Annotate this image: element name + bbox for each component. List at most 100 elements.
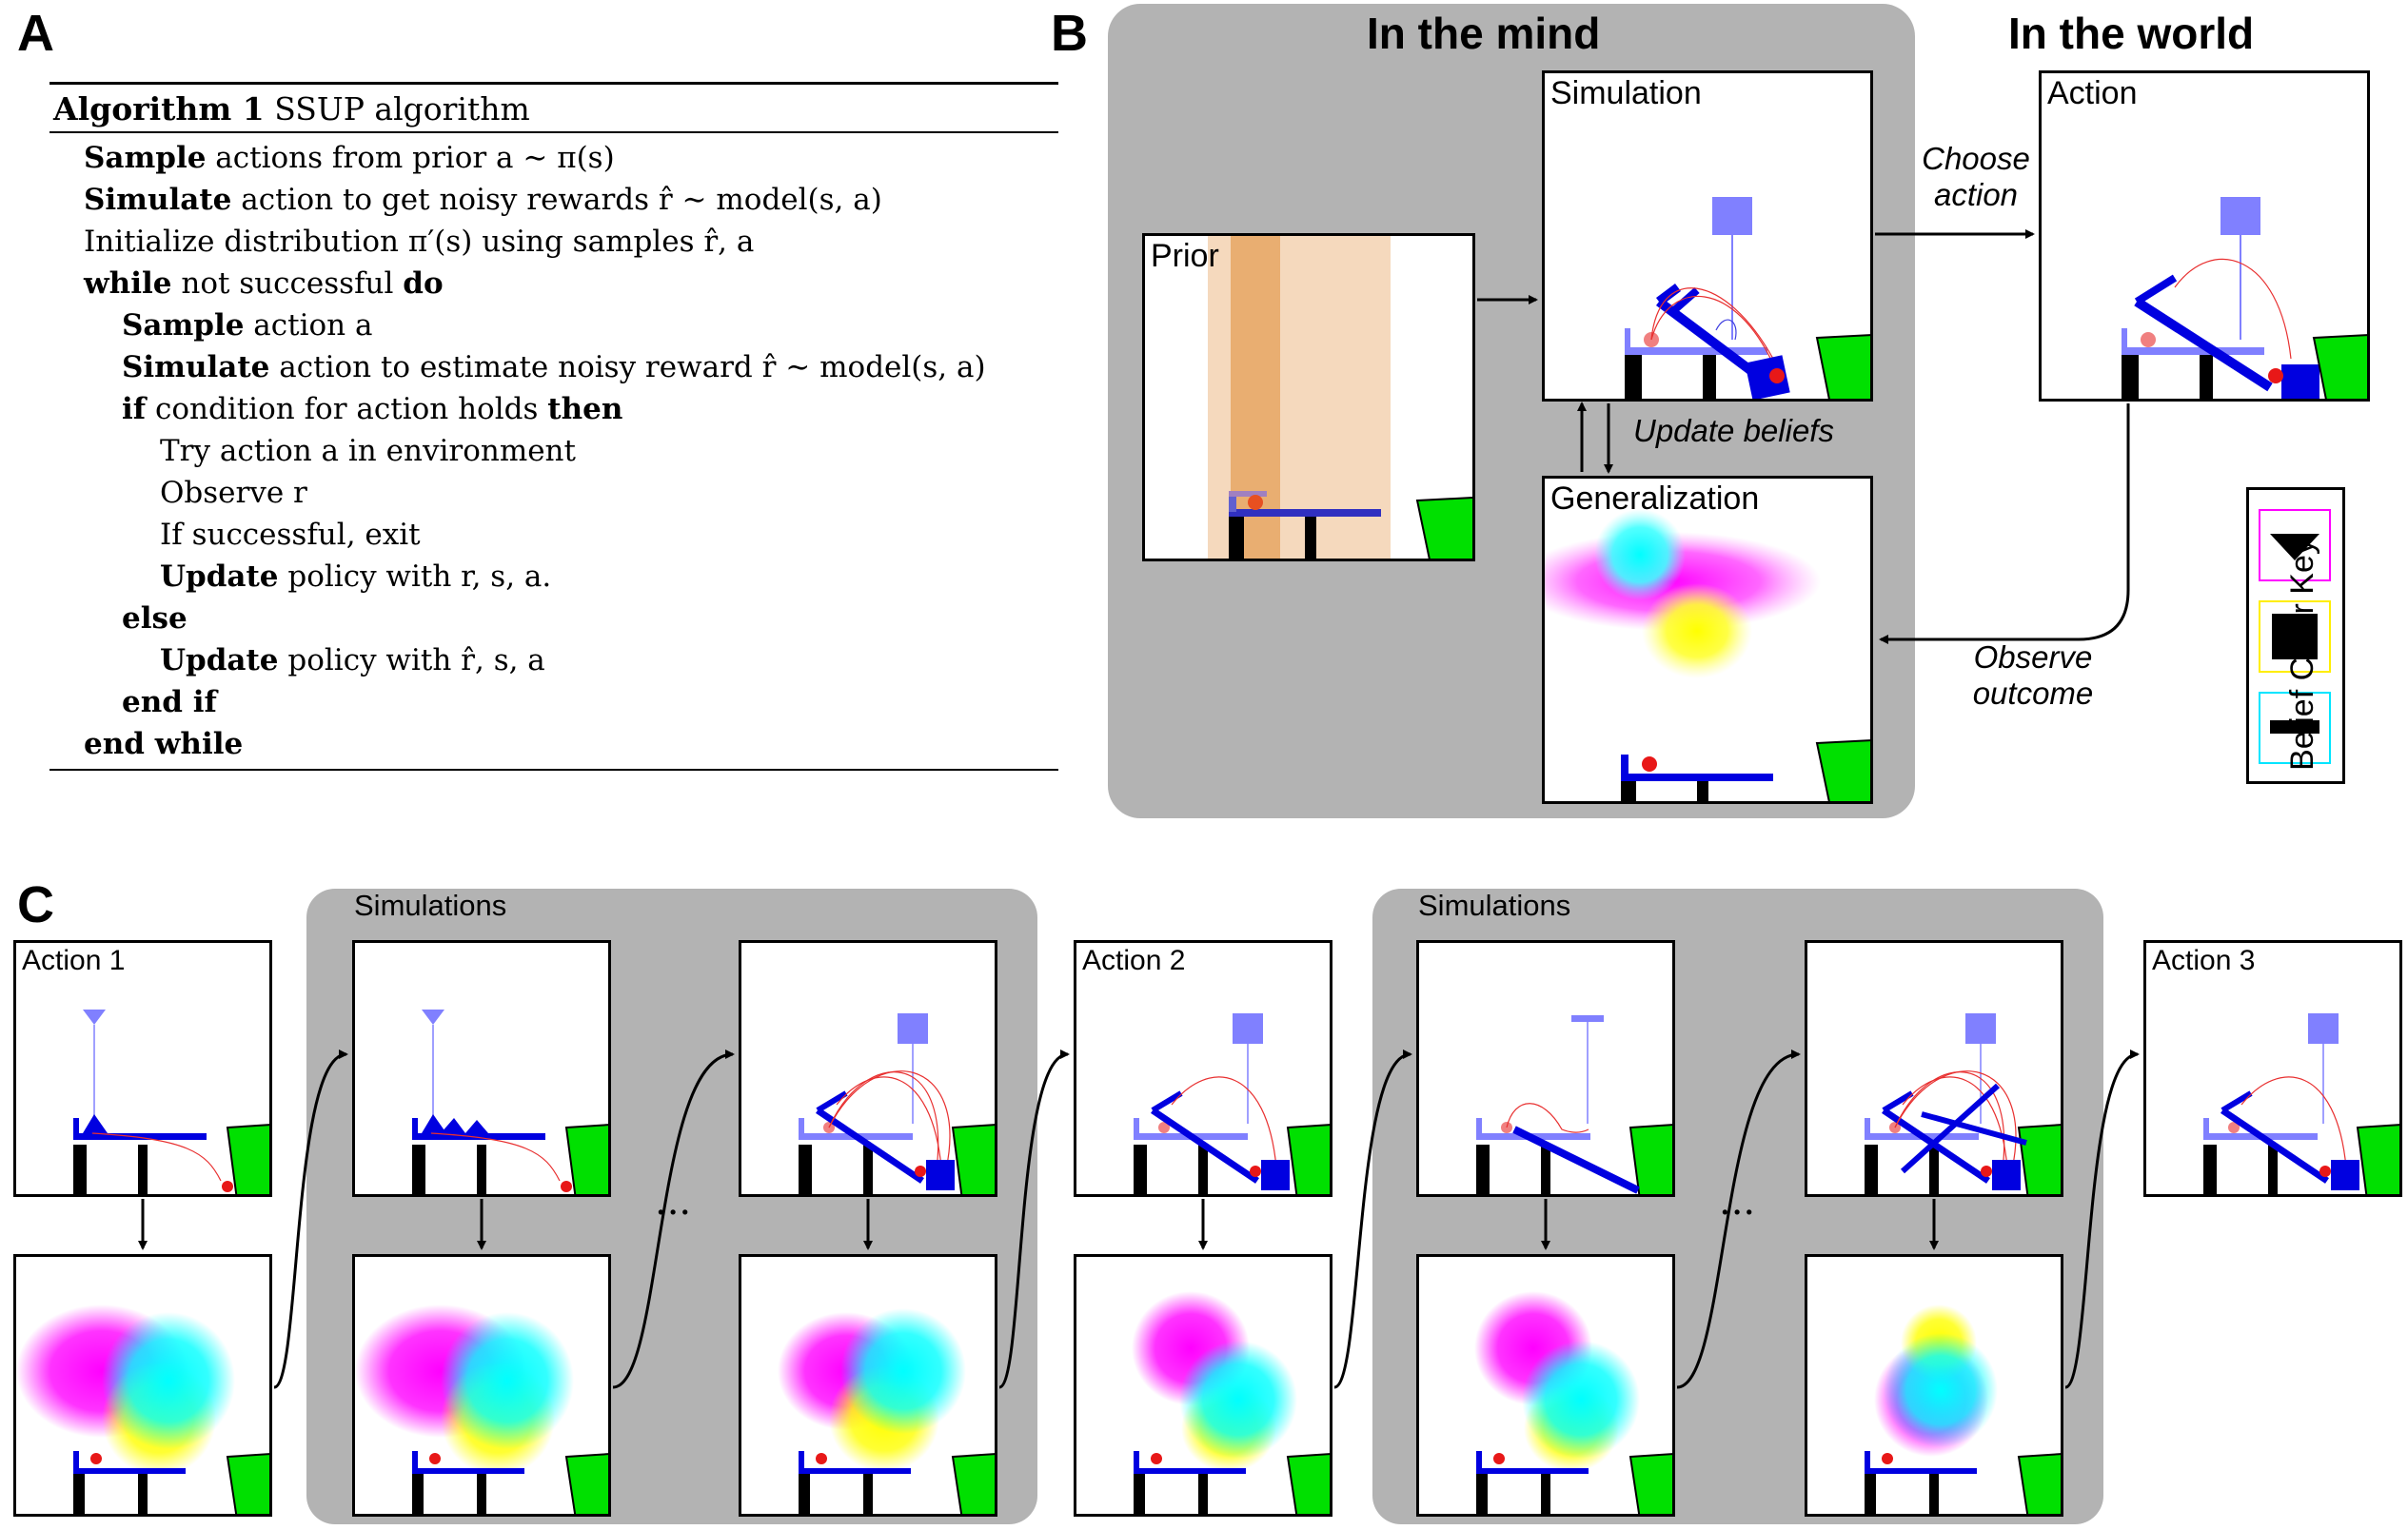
support-left: [1134, 1474, 1145, 1514]
prior-label: Prior: [1151, 238, 1219, 274]
action-1-label: Action 1: [22, 945, 126, 976]
sequence-frame-top: Action 2: [1074, 940, 1332, 1197]
support-left: [1865, 1474, 1876, 1514]
support-right: [138, 1145, 148, 1194]
algorithm-line: Observe r: [49, 472, 1058, 514]
belief-frame: [352, 1254, 611, 1517]
algorithm-text: Initialize distribution π′(s) using samp…: [84, 225, 755, 259]
algorithm-text: condition for action holds: [146, 392, 548, 426]
support-right: [1541, 1474, 1550, 1514]
ball-trace: [2240, 1076, 2347, 1168]
flow-arrow: [998, 1049, 1070, 1389]
algorithm-keyword: Simulate: [84, 183, 232, 217]
support-right: [1929, 1145, 1939, 1194]
goal-region: [951, 1453, 995, 1514]
support-right: [477, 1145, 486, 1194]
algorithm-line: Update policy with r̂, s, a: [49, 639, 1058, 681]
shelf-lip: [73, 1118, 79, 1137]
algorithm-text: Try action a in environment: [160, 434, 576, 468]
support-right: [863, 1474, 873, 1514]
algorithm-text: policy with r, s, a.: [278, 559, 552, 594]
support-left: [1134, 1145, 1147, 1194]
algorithm-line: Initialize distribution π′(s) using samp…: [49, 221, 1058, 263]
ball-trace: [1506, 1103, 1589, 1133]
simulation-frame: Simulation: [1542, 70, 1873, 402]
belief-frame: [739, 1254, 997, 1517]
observe-outcome-text: Observe outcome: [1957, 639, 2109, 712]
belief-cyan-blob: [1522, 1341, 1640, 1459]
shelf-lip: [1134, 1451, 1139, 1472]
shelf-lip: [1865, 1118, 1870, 1137]
algorithm-line: while not successful do: [49, 263, 1058, 304]
shelf-lip: [1476, 1118, 1482, 1137]
plank-arm: [1151, 1090, 1183, 1113]
shelf: [73, 1133, 207, 1140]
ball: [1151, 1453, 1162, 1464]
ball-trace-2: [1894, 1071, 2005, 1170]
flow-arrow: [612, 1049, 735, 1389]
algorithm-line: Simulate action to get noisy rewards r̂ …: [49, 179, 1058, 221]
belief-frame: [1074, 1254, 1332, 1517]
algorithm-keyword: Sample: [122, 308, 245, 343]
shelf-lip: [1865, 1451, 1870, 1472]
sequence-frame-top: [352, 940, 611, 1197]
support-right: [138, 1474, 148, 1514]
support-left: [412, 1474, 424, 1514]
algorithm-line: end if: [49, 681, 1058, 723]
algorithm-text: action a: [244, 308, 373, 343]
flow-arrow: [1333, 1049, 1412, 1389]
simulation-label: Simulation: [1550, 75, 1702, 111]
choose-action-line-1: Choose: [1922, 141, 2030, 176]
square-tool: [1965, 1013, 1996, 1044]
update-beliefs-text: Update beliefs: [1633, 413, 1834, 448]
action-3-label: Action 3: [2152, 945, 2256, 976]
shelf: [799, 1468, 911, 1474]
goal-region: [1286, 1453, 1330, 1514]
ball-trace-3: [1894, 1070, 2017, 1170]
belief-cyan-blob: [102, 1312, 235, 1449]
extra-plank: [1900, 1083, 2001, 1174]
bar-icon: [2270, 720, 2319, 734]
belief-scene: [16, 1304, 269, 1514]
sequence-scene: [1134, 1013, 1330, 1194]
belief-scene: [1474, 1291, 1672, 1514]
shelf-lip: [799, 1118, 804, 1137]
algorithm-keyword: Update: [160, 559, 279, 594]
support-left: [1476, 1145, 1490, 1194]
algorithm-title: Algorithm 1 SSUP algorithm: [49, 85, 1058, 131]
sequence-scene: [412, 1010, 608, 1194]
sequence-scene: [73, 1010, 269, 1194]
support-left: [412, 1145, 425, 1194]
observe-outcome-line-2: outcome: [1972, 676, 2094, 711]
algorithm-line: else: [49, 598, 1058, 639]
goal-region: [2017, 1124, 2061, 1194]
ball: [1250, 1166, 1261, 1177]
generalization-frame: Generalization: [1542, 476, 1873, 804]
key-swatch-yellow: [2259, 600, 2331, 673]
extra-plank-2: [1921, 1111, 2027, 1146]
goal-region: [226, 1124, 269, 1194]
flow-arrow: [2064, 1049, 2140, 1389]
heading-in-the-mind: In the mind: [1367, 9, 1601, 58]
tilted-plank: [1512, 1126, 1640, 1194]
ball-trace-2: [828, 1071, 939, 1170]
simulations-label-2: Simulations: [1418, 889, 1571, 922]
algorithm-line: Update policy with r, s, a.: [49, 556, 1058, 598]
simulation-scene: [1625, 197, 1870, 399]
support-right: [1541, 1145, 1550, 1194]
algorithm-keyword: if: [122, 392, 147, 426]
belief-frame: [13, 1254, 272, 1517]
algorithm-box: Algorithm 1 SSUP algorithm Sample action…: [49, 82, 1058, 771]
sequence-frame-top: [739, 940, 997, 1197]
ball: [1882, 1453, 1893, 1464]
support-right: [1198, 1474, 1208, 1514]
square-tool: [1233, 1013, 1263, 1044]
observe-outcome-line-1: Observe: [1973, 639, 2093, 675]
goal-region: [564, 1453, 608, 1514]
algorithm-top-rule: [49, 82, 1058, 85]
ball: [1981, 1166, 1992, 1177]
simulations-label-1: Simulations: [354, 889, 507, 922]
algorithm-keyword: while: [84, 266, 172, 301]
